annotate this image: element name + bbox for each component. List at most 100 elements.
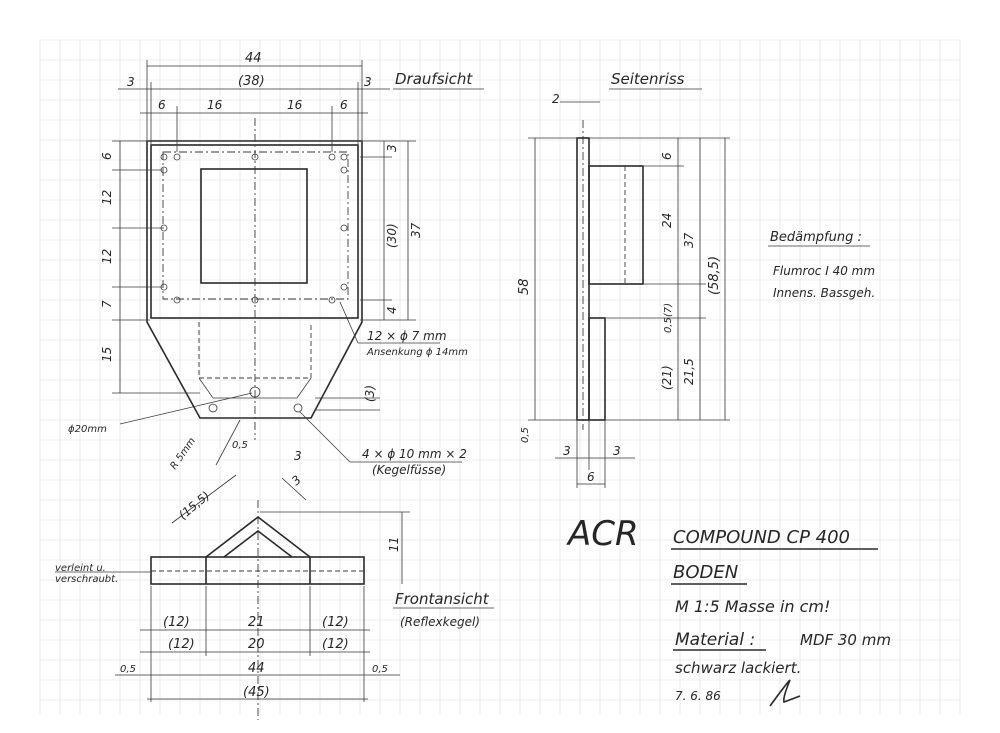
note-glued: verleint u. — [55, 563, 106, 574]
dim-front-12b: (12) — [322, 615, 349, 630]
note-phi20: ϕ20mm — [68, 424, 107, 435]
hole — [173, 153, 181, 161]
dim-side-05: 0,5 — [520, 427, 531, 443]
hole — [340, 153, 348, 161]
hole — [340, 224, 348, 232]
note-feet-sub: (Kegelfüsse) — [372, 463, 446, 477]
damping-line2: Innens. Bassgeh. — [773, 286, 875, 300]
material-label: Material : — [675, 630, 755, 650]
dim-front-12a: (12) — [163, 615, 190, 630]
leader-holes — [339, 301, 359, 344]
side-view-title: Seitenriss — [611, 70, 685, 88]
damping-note: Bedämpfung : Flumroc I 40 mm Innens. Bas… — [768, 230, 875, 300]
hole — [340, 166, 348, 174]
dim-front-45: (45) — [243, 685, 270, 700]
dim-side-24: 24 — [660, 213, 674, 228]
dim-side-3b: 3 — [613, 444, 621, 458]
hole — [340, 283, 348, 291]
side-view: Seitenriss 2 58 6 24 37 (58,5) 0,5(7) (2… — [517, 70, 730, 488]
board-square — [150, 144, 359, 319]
dim-side-58: 58 — [517, 278, 532, 295]
finish-note: schwarz lackiert. — [675, 659, 801, 677]
signature — [769, 679, 801, 707]
drawing-date: 7. 6. 86 — [675, 689, 721, 703]
dim-front-12c: (12) — [168, 637, 195, 652]
front-view-title: Frontansicht — [395, 590, 490, 608]
dim-44: 44 — [245, 51, 262, 66]
note-countersink: Ansenkung ϕ 14mm — [366, 347, 468, 358]
hole — [328, 153, 336, 161]
dim-right-37: 37 — [409, 222, 423, 238]
dim-6-a: 6 — [158, 98, 166, 112]
dim-side-6b: 6 — [587, 470, 595, 484]
hole — [251, 153, 259, 161]
dim-3-left: 3 — [127, 75, 135, 89]
dim-front-155: (15,5) — [176, 488, 213, 522]
dim-right-3: 3 — [385, 144, 399, 152]
dim-left-6: 6 — [100, 152, 114, 160]
note-radius: R 5mm — [168, 436, 198, 472]
dim-front-12d: (12) — [322, 637, 349, 652]
dim-front-44: 44 — [248, 661, 265, 676]
dim-side-585: (58,5) — [707, 256, 722, 295]
hidden-chamber-base — [198, 377, 312, 399]
logo-acr: ACR — [566, 514, 639, 554]
title-block: ACR COMPOUND CP 400 BODEN M 1:5 Masse in… — [566, 514, 891, 707]
dim-side-215: 21,5 — [682, 358, 696, 385]
foot-hole — [293, 403, 303, 413]
note-screwed: verschraubt. — [55, 574, 118, 585]
dim-left-12a: 12 — [100, 190, 114, 205]
part-name: BODEN — [673, 562, 738, 583]
leader-feet — [299, 411, 351, 463]
dim-low-3: (3) — [363, 385, 377, 402]
product-name: COMPOUND CP 400 — [673, 527, 850, 548]
dim-front-05a: 0,5 — [120, 664, 136, 675]
dim-left-12b: 12 — [100, 249, 114, 264]
side-panel-speaker — [588, 165, 644, 285]
screw-line — [162, 151, 349, 300]
dim-front-05b: 0,5 — [372, 664, 388, 675]
dim-right-30: (30) — [385, 223, 399, 248]
leader-phi20 — [119, 392, 253, 425]
note-holes: 12 × ϕ 7 mm — [367, 329, 447, 343]
damping-line1: Flumroc I 40 mm — [773, 264, 875, 278]
dim-front-20: 20 — [248, 637, 265, 652]
board-inner-edge — [151, 144, 359, 318]
foot-hole — [208, 403, 218, 413]
hole — [251, 296, 259, 304]
reflex-cone-inner — [223, 529, 293, 558]
front-view: (15,5) 3 11 verleint u. verschraubt. (12… — [55, 473, 494, 720]
dim-16-a: 16 — [207, 98, 223, 112]
damping-heading: Bedämpfung : — [770, 230, 862, 245]
dim-right-4: 4 — [385, 306, 399, 314]
hole — [160, 153, 168, 161]
board-outline — [146, 140, 363, 419]
scale-note: M 1:5 Masse in cm! — [675, 597, 830, 616]
dim-side-057: 0,5(7) — [663, 303, 674, 333]
hole — [173, 296, 181, 304]
dim-16-b: 16 — [287, 98, 303, 112]
dim-left-7: 7 — [100, 300, 114, 308]
dim-3-top: 3 — [294, 449, 302, 463]
dim-3-right: 3 — [364, 75, 372, 89]
front-board — [150, 556, 365, 585]
front-view-subtitle: (Reflexkegel) — [400, 615, 480, 629]
mounting-holes — [160, 153, 348, 413]
paper-grid — [39, 39, 961, 715]
center-hole-20mm — [249, 386, 261, 398]
leader-radius — [215, 419, 241, 466]
dim-front-21: 21 — [248, 615, 265, 630]
side-panel-front — [588, 317, 606, 421]
dim-line-155 — [171, 474, 237, 524]
dim-05-top: 0,5 — [232, 440, 248, 451]
dim-side-3a: 3 — [563, 444, 571, 458]
hidden-chamber — [198, 322, 312, 379]
dim-side-6: 6 — [660, 152, 674, 160]
dim-front-11: 11 — [387, 537, 401, 552]
top-view: Draufsicht — [68, 51, 484, 477]
dim-6-b: 6 — [340, 98, 348, 112]
note-feet: 4 × ϕ 10 mm × 2 — [362, 447, 467, 461]
speaker-cutout — [200, 168, 308, 284]
